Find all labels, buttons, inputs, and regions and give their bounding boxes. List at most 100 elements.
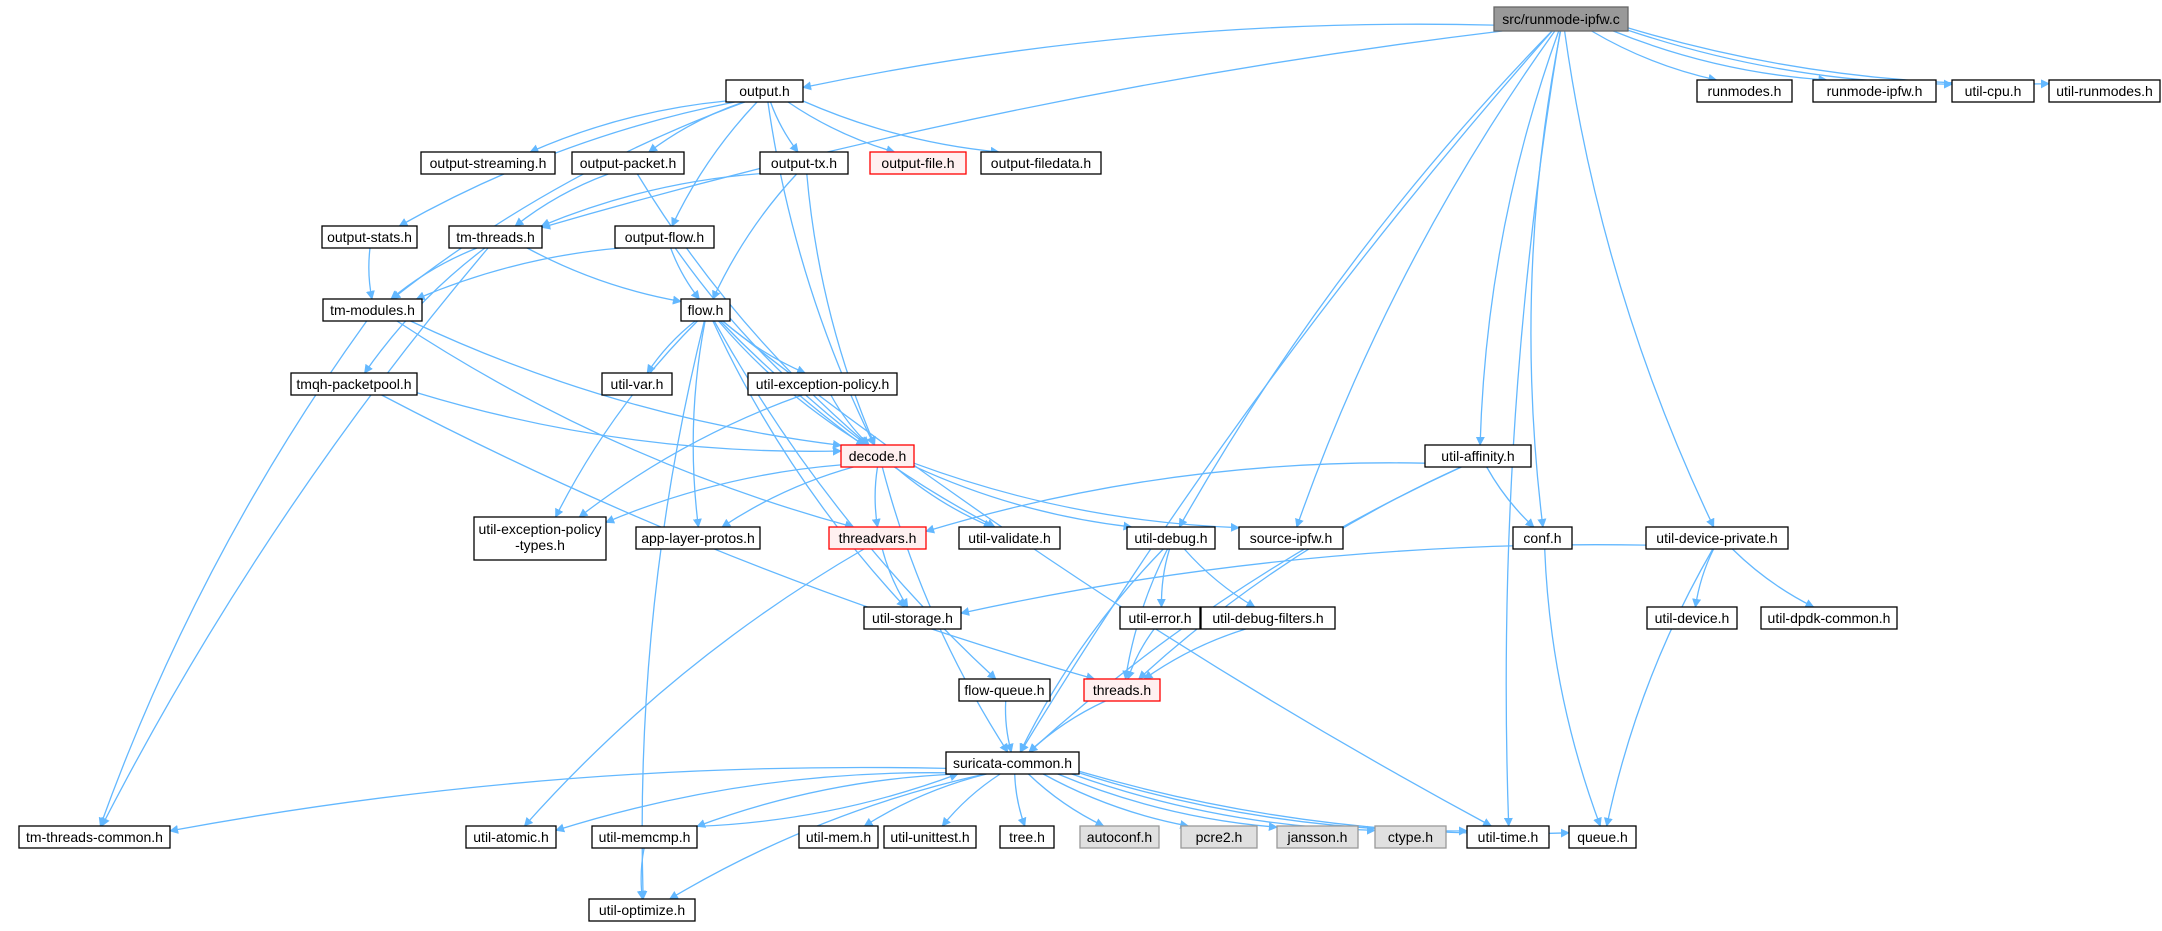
node-util-var-h[interactable]: util-var.h xyxy=(601,372,673,396)
node-label: output-flow.h xyxy=(625,229,704,245)
node-label: util-device-private.h xyxy=(1656,530,1777,546)
node-threads-h[interactable]: threads.h xyxy=(1083,678,1161,702)
edge-output-h-to-tm-modules-h xyxy=(391,101,746,300)
node-label: pcre2.h xyxy=(1196,829,1243,845)
edge-suricata-common-h-to-autoconf-h xyxy=(1027,773,1105,827)
node-label: queue.h xyxy=(1577,829,1628,845)
edge-util-device-private-h-to-queue-h xyxy=(1603,548,1714,827)
edge-util-debug-h-to-suricata-common-h xyxy=(1019,548,1164,753)
node-tree-h[interactable]: tree.h xyxy=(999,825,1055,849)
node-conf-h[interactable]: conf.h xyxy=(1512,526,1573,550)
node-util-debug-h[interactable]: util-debug.h xyxy=(1126,526,1216,550)
node-label: output.h xyxy=(739,83,790,99)
node-util-exception-policy-types-h[interactable]: util-exception-policy-types.h xyxy=(473,516,607,561)
node-runmodes-h[interactable]: runmodes.h xyxy=(1696,79,1793,103)
edge-suricata-common-h-to-util-unittest-h xyxy=(941,773,1001,827)
edge-flow-h-to-app-layer-protos-h xyxy=(692,320,706,528)
edge-threads-h-to-suricata-common-h xyxy=(1028,700,1106,753)
node-label: jansson.h xyxy=(1287,829,1348,845)
node-label: output-tx.h xyxy=(771,155,837,171)
node-label: runmode-ipfw.h xyxy=(1827,83,1923,99)
node-util-time-h[interactable]: util-time.h xyxy=(1466,825,1550,849)
node-util-memcmp-h[interactable]: util-memcmp.h xyxy=(591,825,698,849)
node-flow-h[interactable]: flow.h xyxy=(680,298,731,322)
edge-suricata-common-h-to-tree-h xyxy=(1014,773,1027,827)
node-output-stats-h[interactable]: output-stats.h xyxy=(321,225,418,249)
node-util-mem-h[interactable]: util-mem.h xyxy=(798,825,879,849)
node-util-device-h[interactable]: util-device.h xyxy=(1646,606,1738,630)
node-util-dpdk-common-h[interactable]: util-dpdk-common.h xyxy=(1760,606,1898,630)
node-tm-modules-h[interactable]: tm-modules.h xyxy=(322,298,423,322)
node-util-optimize-h[interactable]: util-optimize.h xyxy=(588,898,696,922)
edge-runmode-ipfw-c-to-util-affinity-h xyxy=(1475,30,1560,446)
node-flow-queue-h[interactable]: flow-queue.h xyxy=(958,678,1051,702)
edge-output-flow-h-to-flow-h xyxy=(670,247,700,300)
node-label: runmodes.h xyxy=(1708,83,1782,99)
edge-runmode-ipfw-c-to-output-h xyxy=(802,23,1495,91)
edge-runmode-ipfw-c-to-conf-h xyxy=(1530,30,1562,528)
node-output-streaming-h[interactable]: output-streaming.h xyxy=(420,151,556,175)
node-util-validate-h[interactable]: util-validate.h xyxy=(958,526,1061,550)
node-util-cpu-h[interactable]: util-cpu.h xyxy=(1951,79,2035,103)
node-output-flow-h[interactable]: output-flow.h xyxy=(614,225,715,249)
edge-util-exception-policy-h-to-decode-h xyxy=(830,394,870,446)
edge-threadvars-h-to-util-atomic-h xyxy=(523,548,865,827)
edge-runmode-ipfw-c-to-tm-threads-h xyxy=(541,30,1503,230)
node-label: decode.h xyxy=(849,448,907,464)
node-label: util-cpu.h xyxy=(1965,83,2022,99)
node-label: threads.h xyxy=(1093,682,1151,698)
edge-decode-h-to-util-exception-policy-types-h xyxy=(605,464,842,524)
edge-util-debug-filters-h-to-threads-h xyxy=(1143,628,1246,680)
node-runmode-ipfw-h[interactable]: runmode-ipfw.h xyxy=(1812,79,1937,103)
node-output-file-h[interactable]: output-file.h xyxy=(869,151,967,175)
node-util-atomic-h[interactable]: util-atomic.h xyxy=(465,825,557,849)
edge-util-exception-policy-h-to-util-exception-policy-types-h xyxy=(578,394,803,518)
edge-suricata-common-h-to-jansson-h xyxy=(1057,773,1278,832)
node-tm-threads-h[interactable]: tm-threads.h xyxy=(448,225,543,249)
node-output-tx-h[interactable]: output-tx.h xyxy=(759,151,849,175)
edge-tm-threads-h-to-tm-threads-common-h xyxy=(101,247,489,827)
node-util-storage-h[interactable]: util-storage.h xyxy=(863,606,962,630)
edge-suricata-common-h-to-util-atomic-h xyxy=(555,772,947,833)
node-util-exception-policy-h[interactable]: util-exception-policy.h xyxy=(747,372,898,396)
node-label: conf.h xyxy=(1523,530,1561,546)
edge-tm-modules-h-to-threadvars-h xyxy=(396,320,854,530)
node-tmqh-packetpool-h[interactable]: tmqh-packetpool.h xyxy=(290,372,418,396)
edge-decode-h-to-util-validate-h xyxy=(894,466,993,529)
node-source-ipfw-h[interactable]: source-ipfw.h xyxy=(1238,526,1344,550)
node-suricata-common-h[interactable]: suricata-common.h xyxy=(945,751,1080,775)
edge-runmode-ipfw-c-to-util-device-private-h xyxy=(1563,30,1715,528)
node-util-device-private-h[interactable]: util-device-private.h xyxy=(1645,526,1789,550)
node-queue-h[interactable]: queue.h xyxy=(1568,825,1637,849)
node-util-runmodes-h[interactable]: util-runmodes.h xyxy=(2048,79,2161,103)
edge-decode-h-to-source-ipfw-h xyxy=(913,462,1240,532)
node-util-unittest-h[interactable]: util-unittest.h xyxy=(883,825,977,849)
node-util-affinity-h[interactable]: util-affinity.h xyxy=(1424,444,1532,468)
edge-flow-h-to-util-optimize-h xyxy=(638,320,705,900)
edge-runmode-ipfw-c-to-source-ipfw-h xyxy=(1295,30,1556,528)
node-label: autoconf.h xyxy=(1087,829,1152,845)
node-label: util-debug-filters.h xyxy=(1212,610,1323,626)
node-label: src/runmode-ipfw.c xyxy=(1502,11,1619,27)
edge-util-debug-h-to-util-error-h xyxy=(1156,548,1171,608)
edge-output-h-to-output-tx-h xyxy=(769,101,799,153)
node-output-filedata-h[interactable]: output-filedata.h xyxy=(980,151,1102,175)
node-util-debug-filters-h[interactable]: util-debug-filters.h xyxy=(1200,606,1336,630)
edge-util-memcmp-h-to-suricata-common-h xyxy=(696,772,959,828)
node-tm-threads-common-h[interactable]: tm-threads-common.h xyxy=(18,825,171,849)
node-src-runmode-ipfw-c[interactable]: src/runmode-ipfw.c xyxy=(1493,6,1629,32)
node-app-layer-protos-h[interactable]: app-layer-protos.h xyxy=(635,526,761,550)
node-label: util-time.h xyxy=(1478,829,1539,845)
node-label: ctype.h xyxy=(1388,829,1433,845)
edge-runmode-ipfw-c-to-util-time-h xyxy=(1503,30,1561,827)
node-label: util-dpdk-common.h xyxy=(1768,610,1891,626)
node-label: output-streaming.h xyxy=(430,155,547,171)
node-output-packet-h[interactable]: output-packet.h xyxy=(571,151,685,175)
edge-util-memcmp-h-to-util-optimize-h xyxy=(636,847,646,900)
edge-suricata-common-h-to-util-memcmp-h xyxy=(696,773,958,828)
node-output-h[interactable]: output.h xyxy=(725,79,804,103)
node-decode-h[interactable]: decode.h xyxy=(840,444,915,468)
node-threadvars-h[interactable]: threadvars.h xyxy=(828,526,927,550)
node-util-error-h[interactable]: util-error.h xyxy=(1119,606,1201,630)
node-label: tm-modules.h xyxy=(330,302,415,318)
